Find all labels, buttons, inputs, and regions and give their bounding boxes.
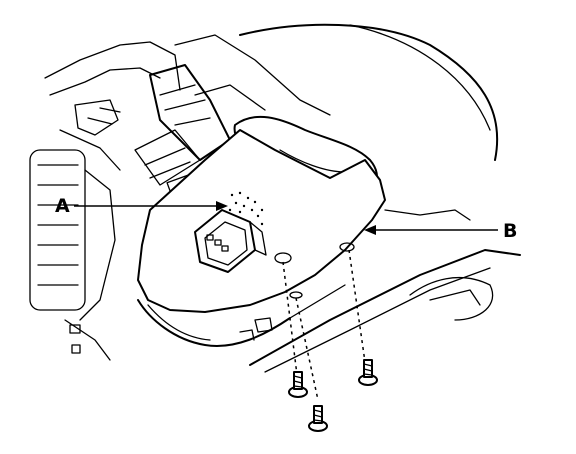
arrowhead-b [364, 225, 376, 235]
callout-label-a: A [55, 195, 70, 217]
screw-icon [358, 359, 378, 386]
callout-label-b: B [503, 220, 517, 242]
lower-shroud-cover [137, 129, 386, 347]
steering-wheel [174, 23, 499, 161]
screws [288, 359, 378, 432]
screw-alignment-lines [282, 249, 366, 401]
arrowhead-a [216, 201, 228, 211]
background-structure [29, 41, 181, 361]
connector [194, 191, 267, 273]
callout-leaders [74, 201, 498, 235]
screw-icon [288, 371, 308, 398]
screw-icon [308, 405, 328, 432]
